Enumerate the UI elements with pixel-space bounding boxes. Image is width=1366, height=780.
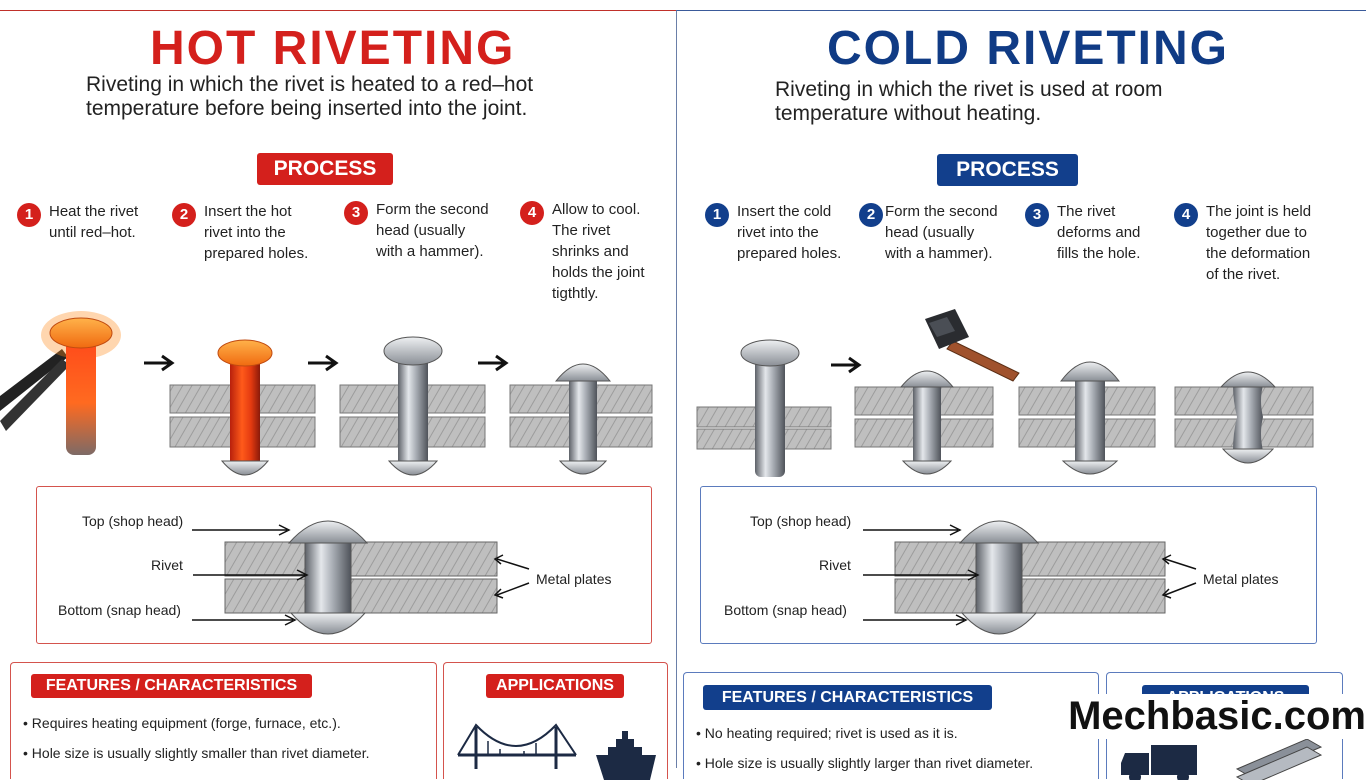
rivet-cross-section bbox=[863, 520, 1197, 635]
hot-rivet-diagram: Top (shop head) Rivet Bottom (snap head)… bbox=[36, 486, 652, 644]
step-text: Insert the hot rivet into the prepared h… bbox=[204, 203, 309, 262]
rivet-joint-held bbox=[1219, 371, 1277, 464]
arrow-right-icon bbox=[308, 354, 339, 372]
metal-plates-label: Metal plates bbox=[536, 571, 612, 587]
ship-icon bbox=[596, 731, 656, 780]
rivet-deformed bbox=[1059, 361, 1121, 475]
hot-riveting-panel: HOT RIVETING Riveting in which the rivet… bbox=[0, 10, 676, 780]
rivet-formed bbox=[383, 336, 443, 476]
hot-applications-badge: APPLICATIONS bbox=[486, 674, 624, 698]
rivet-being-formed bbox=[899, 370, 955, 475]
hot-feature-item: • Requires heating equipment (forge, fur… bbox=[23, 715, 341, 731]
hot-rivet-inserted bbox=[217, 339, 273, 476]
hot-features-card: FEATURES / CHARACTERISTICS • Requires he… bbox=[10, 662, 437, 779]
rivet-cooled bbox=[554, 363, 612, 475]
step-text: Form the second head (usually with a ham… bbox=[885, 203, 998, 262]
step-text: The rivet deforms and fills the hole. bbox=[1057, 203, 1141, 262]
step-number-badge: 1 bbox=[17, 203, 41, 227]
hot-process-illustration bbox=[0, 311, 653, 476]
metal-plates-label: Metal plates bbox=[1203, 571, 1279, 587]
top-shop-head-label: Top (shop head) bbox=[82, 513, 184, 529]
arrow-right-icon bbox=[478, 354, 509, 372]
cold-features-badge: FEATURES / CHARACTERISTICS bbox=[703, 685, 992, 710]
cold-process-illustration bbox=[696, 309, 1314, 477]
hot-features-badge: FEATURES / CHARACTERISTICS bbox=[31, 674, 312, 698]
step-number-badge: 4 bbox=[520, 201, 544, 225]
arrow-right-icon bbox=[831, 356, 862, 374]
bottom-snap-head-label: Bottom (snap head) bbox=[58, 602, 181, 618]
cold-rivet-diagram: Top (shop head) Rivet Bottom (snap head)… bbox=[700, 486, 1317, 644]
cold-riveting-title: COLD RIVETING bbox=[827, 22, 1230, 75]
step-number-badge: 2 bbox=[172, 203, 196, 227]
step-number-badge: 2 bbox=[859, 203, 883, 227]
bottom-snap-head-label: Bottom (snap head) bbox=[724, 602, 847, 618]
step-number-badge: 4 bbox=[1174, 203, 1198, 227]
cold-riveting-panel: COLD RIVETING Riveting in which the rive… bbox=[676, 10, 1366, 780]
step-text: Heat the rivet until red–hot. bbox=[49, 203, 139, 241]
brand-watermark: Mechbasic.com bbox=[1064, 694, 1366, 739]
arrow-right-icon bbox=[144, 354, 175, 372]
cold-features-card: FEATURES / CHARACTERISTICS • No heating … bbox=[683, 672, 1099, 779]
step-text: The joint is held together due to the de… bbox=[1206, 203, 1312, 283]
tongs-icon bbox=[0, 349, 70, 431]
cold-feature-item: • No heating required; rivet is used as … bbox=[696, 725, 958, 741]
rivet-label: Rivet bbox=[819, 557, 851, 573]
hot-riveting-description: Riveting in which the rivet is heated to… bbox=[86, 73, 534, 120]
hot-feature-item: • Hole size is usually slightly smaller … bbox=[23, 745, 370, 761]
cold-feature-item: • Hole size is usually slightly larger t… bbox=[696, 755, 1034, 771]
hammer-icon bbox=[925, 309, 1020, 382]
step-text: Insert the cold rivet into the prepared … bbox=[737, 203, 842, 262]
hot-process-badge: PROCESS bbox=[257, 153, 393, 185]
rivet-label: Rivet bbox=[151, 557, 183, 573]
rivet-cross-section bbox=[192, 520, 530, 635]
step-number-badge: 3 bbox=[1025, 203, 1049, 227]
cold-rivet-inserted bbox=[740, 339, 800, 477]
step-number-badge: 1 bbox=[705, 203, 729, 227]
bridge-icon bbox=[457, 723, 577, 769]
step-text: Form the second head (usually with a ham… bbox=[376, 201, 489, 260]
cold-riveting-description: Riveting in which the rivet is used at r… bbox=[775, 78, 1163, 125]
hot-riveting-title: HOT RIVETING bbox=[150, 22, 516, 75]
step-text: Allow to cool. The rivet shrinks and hol… bbox=[552, 201, 645, 302]
hot-applications-card: APPLICATIONS bbox=[443, 662, 668, 780]
steel-beam-icon bbox=[1235, 738, 1323, 780]
hot-rivet-heated bbox=[41, 311, 121, 455]
top-shop-head-label: Top (shop head) bbox=[750, 513, 852, 529]
cold-process-badge: PROCESS bbox=[937, 154, 1078, 186]
truck-icon bbox=[1121, 745, 1197, 780]
step-number-badge: 3 bbox=[344, 201, 368, 225]
